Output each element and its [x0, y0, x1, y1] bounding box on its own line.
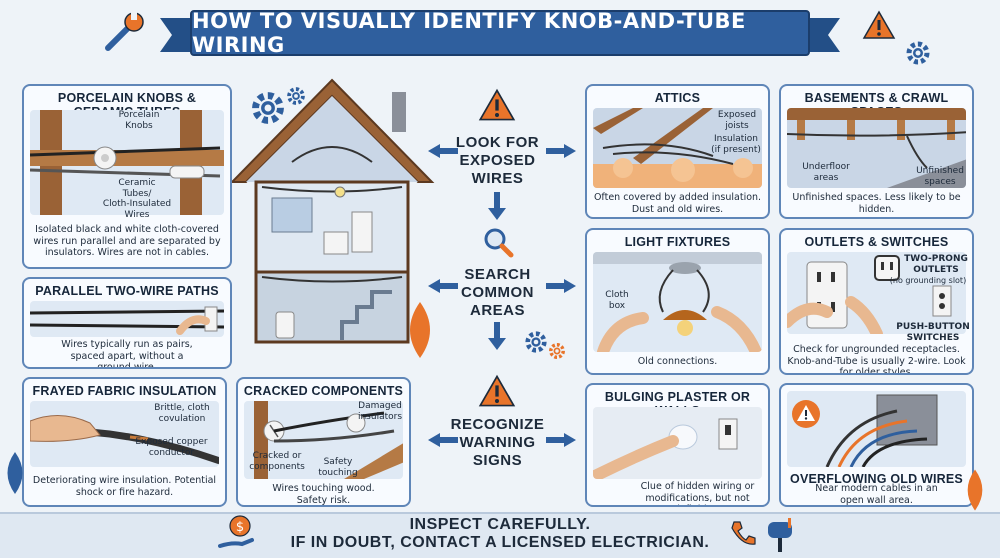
warning-icon	[862, 10, 896, 39]
arrow-down-icon	[488, 192, 506, 220]
label-cloth-box: Cloth box	[605, 290, 629, 311]
card-parallel-paths: PARALLEL TWO-WIRE PATHS Wires typically …	[22, 277, 232, 369]
card-overflowing-wires: OVERFLOWING OLD WIRES Near modern cables…	[779, 383, 974, 507]
arrow-left-icon	[428, 433, 458, 447]
card-outlets-switches: OUTLETS & SWITCHES TWO-PRONG OUTLETS (no…	[779, 228, 974, 375]
card-caption: Unfinished spaces. Less likely to be hid…	[792, 192, 961, 215]
outlets-illustration	[787, 252, 966, 334]
gear-icon	[525, 331, 547, 353]
card-caption: Deteriorating wire insulation. Potential…	[32, 475, 217, 498]
phone-icon	[731, 521, 756, 545]
card-caption: Check for ungrounded receptacles. Knob-a…	[787, 344, 966, 375]
leaf-decoration-icon	[7, 452, 23, 494]
card-frayed-insulation: FRAYED FABRIC INSULATION Brittle, cloth …	[22, 377, 227, 507]
overflowing-wires-illustration	[787, 391, 966, 467]
label-exposed-joists: Exposed joists	[717, 110, 757, 131]
label-unfinished-spaces: Unfinished spaces	[916, 166, 964, 187]
label-brittle-cloth: Brittle, cloth covulation	[154, 403, 210, 424]
parallel-wires-illustration	[30, 301, 224, 337]
label-two-prong-outlets: TWO-PRONG OUTLETS	[904, 254, 968, 275]
page-title: HOW TO VISUALLY IDENTIFY KNOB-AND-TUBE W…	[190, 9, 810, 57]
center-line: AREAS	[469, 302, 525, 319]
card-light-fixtures: LIGHT FIXTURES Cloth box Old connections…	[585, 228, 770, 375]
label-cracked-components: Cracked or components	[249, 451, 305, 472]
center-search-common-areas: SEARCH COMMON AREAS	[435, 266, 560, 320]
porcelain-illustration	[30, 110, 224, 215]
frayed-wire-illustration	[30, 401, 219, 467]
card-title: FRAYED FABRIC INSULATION	[32, 384, 217, 398]
center-line: COMMON	[461, 284, 534, 301]
center-recognize-warning-signs: RECOGNIZE WARNING SIGNS	[435, 416, 560, 470]
card-caption: Old connections.	[637, 356, 718, 367]
house-cutaway-illustration	[232, 78, 435, 344]
basement-illustration	[787, 108, 966, 188]
footer-line-1: INSPECT CAREFULLY.	[409, 516, 591, 533]
footer-line-2: IF IN DOUBT, CONTACT A LICENSED ELECTRIC…	[290, 534, 710, 551]
card-caption: Wires touching wood. Safety risk.	[272, 483, 375, 506]
label-safety-touching: Safety touching	[318, 457, 358, 478]
center-line: SIGNS	[472, 452, 523, 469]
label-damaged-insulators: Damaged insulators	[357, 401, 403, 422]
label-porcelain-knobs: Porcelain Knobs	[118, 110, 160, 131]
card-title: OUTLETS & SWITCHES	[804, 235, 949, 249]
label-push-button: PUSH-BUTTON SWITCHES	[896, 322, 970, 343]
light-fixture-illustration	[593, 252, 762, 352]
money-hand-icon: $	[218, 515, 254, 548]
label-no-grounding: (no grounding slot)	[889, 276, 967, 285]
center-line: WARNING	[459, 434, 536, 451]
footer-message: INSPECT CAREFULLY. IF IN DOUBT, CONTACT …	[250, 516, 750, 552]
warning-icon	[478, 88, 516, 121]
arrow-right-icon	[546, 279, 576, 293]
card-basements: BASEMENTS & CRAWL SPACES Underfloor area…	[779, 84, 974, 219]
card-caption: Isolated black and white cloth-covered w…	[33, 224, 221, 258]
arrow-left-icon	[428, 144, 458, 158]
gear-icon	[549, 343, 565, 359]
warning-icon	[478, 374, 516, 407]
card-title: PARALLEL TWO-WIRE PATHS	[35, 284, 219, 298]
card-title: CRACKED COMPONENTS	[243, 384, 404, 398]
card-caption: Often covered by added insulation. Dust …	[593, 192, 762, 215]
center-line: EXPOSED	[459, 152, 536, 169]
label-ceramic-tubes: Ceramic Tubes/ Cloth-Insulated Wires	[102, 178, 172, 220]
bulging-wall-illustration	[593, 407, 762, 479]
label-underfloor-areas: Underfloor areas	[802, 162, 850, 183]
label-exposed-copper: Exposed copper conductor	[135, 437, 208, 458]
arrow-down-icon	[488, 322, 506, 350]
arrow-right-icon	[546, 433, 576, 447]
card-caption: Wires typically run as pairs, spaced apa…	[61, 339, 193, 369]
card-title: OVERFLOWING OLD WIRES	[790, 472, 963, 486]
card-caption: Clue of hidden wiring or modifications, …	[640, 481, 755, 505]
arrow-left-icon	[428, 279, 458, 293]
attic-illustration	[593, 108, 762, 188]
center-line: LOOK FOR	[455, 134, 540, 151]
svg-text:$: $	[236, 520, 244, 535]
center-line: SEARCH	[464, 266, 531, 283]
card-attics: ATTICS Exposed joists Insulation (if pre…	[585, 84, 770, 219]
gear-icon	[287, 87, 305, 105]
arrow-right-icon	[546, 144, 576, 158]
leaf-decoration-icon	[967, 469, 983, 511]
gear-icon	[252, 92, 284, 124]
card-title: LIGHT FIXTURES	[624, 235, 731, 249]
center-line: WIRES	[471, 170, 524, 187]
card-title: ATTICS	[654, 91, 701, 105]
leaf-decoration-icon	[410, 302, 430, 358]
magnifier-icon	[484, 228, 514, 258]
cracked-components-illustration	[244, 401, 403, 479]
center-look-for-exposed-wires: LOOK FOR EXPOSED WIRES	[435, 134, 560, 188]
card-cracked-components: CRACKED COMPONENTS Damaged insulators Cr…	[236, 377, 411, 507]
card-caption: Near modern cables in an open wall area.	[815, 483, 938, 506]
wrench-icon	[105, 12, 144, 51]
footer-bar	[0, 512, 1000, 558]
card-bulging-plaster: BULGING PLASTER OR WALLS Clue of hidden …	[585, 383, 770, 507]
gear-icon	[906, 41, 930, 65]
card-porcelain-knobs: PORCELAIN KNOBS & CERAMIC TUBES Porcelai…	[22, 84, 232, 269]
label-insulation: Insulation (if present)	[711, 134, 761, 155]
warning-icon	[792, 400, 820, 428]
mailbox-icon	[768, 518, 792, 552]
center-line: RECOGNIZE	[450, 416, 545, 433]
